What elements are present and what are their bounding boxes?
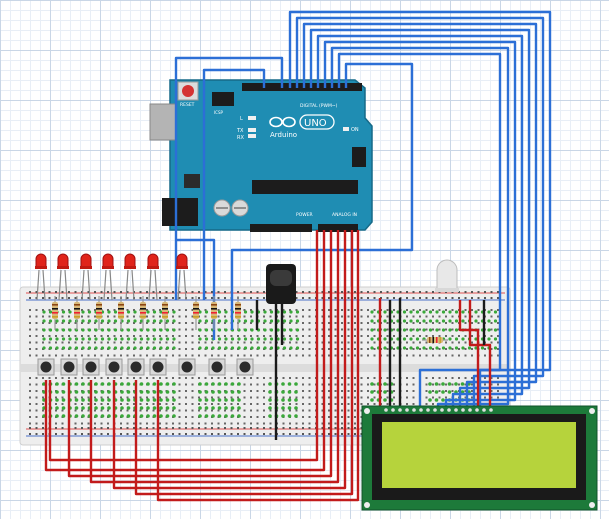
push-button[interactable] — [82, 358, 100, 376]
red-wire — [44, 230, 326, 472]
red-wire — [156, 230, 360, 502]
model-label: UNO — [304, 118, 327, 129]
lcd-pin — [426, 408, 430, 412]
lcd-pin — [391, 408, 395, 412]
led — [57, 253, 69, 301]
resistor — [162, 296, 168, 330]
blue-wire — [316, 34, 524, 408]
power-jack — [162, 198, 198, 226]
lcd-pin — [440, 408, 444, 412]
rx-label: RX — [237, 135, 244, 141]
red-wire — [134, 230, 354, 496]
digital-header — [242, 83, 362, 91]
arduino-uno-board: RESET ICSP DIGITAL (PWM~) L TX RX Arduin… — [149, 79, 373, 232]
red-wire — [48, 230, 319, 462]
resistor — [140, 296, 146, 330]
lcd-pin — [447, 408, 451, 412]
lcd-pin — [433, 408, 437, 412]
usb-port — [149, 103, 177, 141]
resistors — [52, 296, 448, 343]
lcd-pin — [412, 408, 416, 412]
resistor — [74, 296, 80, 330]
arduino-logo: Arduino — [269, 116, 297, 139]
push-button[interactable] — [236, 358, 254, 376]
icsp-header — [212, 92, 234, 106]
resistor — [235, 296, 241, 330]
push-button[interactable] — [178, 358, 196, 376]
lcd-pin — [405, 408, 409, 412]
resistor — [193, 296, 199, 330]
led — [80, 253, 92, 301]
red-leds — [35, 253, 188, 301]
tx-label: TX — [236, 128, 244, 134]
blue-wire — [330, 46, 510, 408]
on-label: ON — [351, 127, 359, 133]
led — [147, 253, 159, 301]
black-wires — [255, 298, 486, 440]
analog-label: ANALOG IN — [332, 212, 357, 218]
push-button[interactable] — [105, 358, 123, 376]
blue-wire — [302, 22, 538, 408]
resistor — [211, 296, 217, 330]
regulator — [184, 174, 200, 188]
push-buttons — [37, 358, 254, 376]
atmega-chip — [252, 180, 358, 194]
analog-header — [318, 224, 358, 232]
lcd-pin — [454, 408, 458, 412]
power-header — [250, 224, 312, 232]
blue-wire — [202, 68, 266, 300]
power-label: POWER — [296, 212, 313, 218]
resistor — [118, 296, 124, 330]
red-wire — [89, 230, 340, 484]
push-button[interactable] — [60, 358, 78, 376]
led — [176, 253, 188, 301]
lcd-pins — [384, 408, 493, 412]
lcd-16x2 — [361, 405, 598, 511]
led — [102, 253, 114, 301]
brand-label: Arduino — [270, 131, 297, 139]
icsp-label: ICSP — [214, 110, 224, 115]
push-button[interactable] — [149, 358, 167, 376]
blue-wire — [337, 52, 502, 408]
lcd-pin — [461, 408, 465, 412]
l-led-label: L — [240, 116, 243, 122]
lcd-pin — [384, 408, 388, 412]
push-button[interactable] — [37, 358, 55, 376]
lcd-pin — [468, 408, 472, 412]
icsp2-header — [352, 147, 366, 167]
red-wire — [468, 300, 492, 408]
lcd-screen — [382, 422, 576, 488]
resistor — [52, 296, 58, 330]
red-wire — [458, 300, 480, 408]
led — [35, 253, 47, 301]
blue-wire — [309, 28, 531, 408]
connected-holes — [42, 310, 498, 418]
red-wires — [44, 230, 492, 502]
blue-wire — [174, 56, 284, 300]
red-wire — [112, 230, 347, 490]
push-button[interactable] — [208, 358, 226, 376]
blue-wire — [323, 40, 517, 408]
red-wire — [67, 230, 333, 478]
lcd-pin — [419, 408, 423, 412]
reset-label: RESET — [180, 102, 195, 108]
lcd-pin — [489, 408, 493, 412]
lcd-pin — [398, 408, 402, 412]
resistor — [422, 337, 448, 343]
blue-wire — [230, 62, 414, 330]
ir-receiver — [266, 264, 296, 304]
push-button[interactable] — [127, 358, 145, 376]
lcd-pin — [482, 408, 486, 412]
digital-label: DIGITAL (PWM~) — [300, 103, 338, 109]
rgb-led — [435, 259, 459, 292]
blue-wires — [174, 10, 552, 408]
led — [124, 253, 136, 301]
resistor — [96, 296, 102, 330]
reset-button[interactable] — [182, 85, 194, 97]
lcd-pin — [475, 408, 479, 412]
